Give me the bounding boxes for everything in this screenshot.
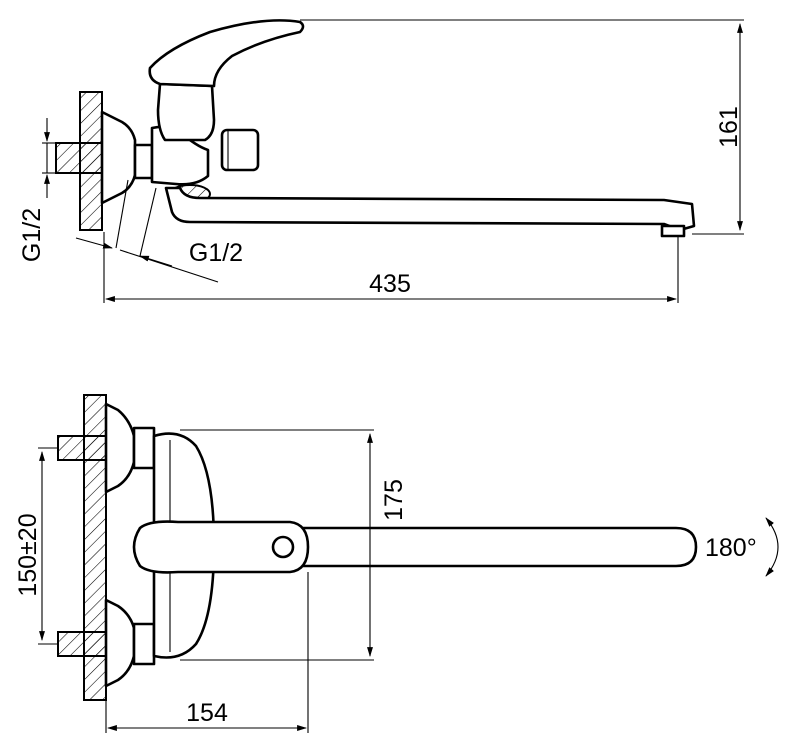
- front-view: 175 150±20 154 180°: [14, 394, 779, 733]
- side-view: 161 435 G1/2 G1/2: [18, 19, 744, 303]
- length-dimension-label: 435: [369, 270, 411, 298]
- thread-vertical-label: G1/2: [18, 208, 46, 262]
- depth-dimension-label: 175: [380, 479, 408, 521]
- rotation-label: 180°: [705, 534, 757, 562]
- escutcheon-upper: [104, 402, 136, 494]
- height-dimension-label: 161: [715, 106, 743, 148]
- lever-handle-top: [148, 19, 305, 88]
- spout-front: [294, 526, 698, 568]
- escutcheon-top: [100, 110, 137, 205]
- width-dimension-label: 154: [186, 699, 228, 727]
- thread-angled-label: G1/2: [189, 239, 243, 267]
- eccentric-connector-top: [133, 143, 154, 180]
- escutcheon-lower: [104, 598, 136, 688]
- nut-lower: [132, 622, 156, 666]
- diverter-knob-top: [220, 128, 260, 172]
- inlet-pipe-top: [55, 142, 103, 174]
- lever-handle-front: [132, 520, 310, 574]
- nut-upper: [132, 426, 156, 470]
- inlet-pipe-upper: [57, 435, 107, 461]
- spout-top: [164, 186, 696, 232]
- cartridge-cap-top: [156, 82, 216, 142]
- spacing-dimension-label: 150±20: [14, 513, 42, 596]
- lever-indicator: [271, 535, 295, 559]
- rotation-arrow: [765, 517, 779, 577]
- inlet-pipe-lower: [57, 631, 107, 657]
- wall-section-front: [83, 394, 107, 701]
- aerator-top: [660, 224, 686, 238]
